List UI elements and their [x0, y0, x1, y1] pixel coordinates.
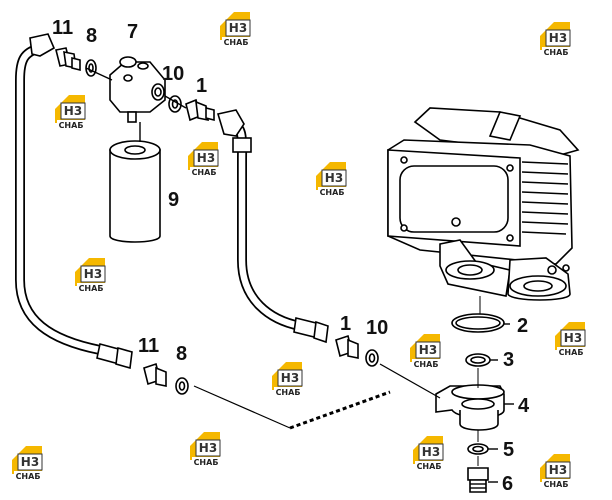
callout-1-lower: 1: [340, 313, 351, 335]
oil-cooler: [387, 107, 580, 301]
callout-11-top: 11: [52, 17, 73, 39]
middle-hose: [216, 109, 329, 344]
callout-1-top: 1: [196, 75, 207, 97]
seal-ring-3: [465, 353, 491, 367]
callout-10-lower: 10: [366, 317, 388, 339]
fitting-11-top: [55, 47, 81, 72]
washer-5: [467, 443, 489, 455]
connection-lines: [85, 67, 481, 466]
fitting-11-lower: [143, 362, 167, 387]
callout-labels: 11 8 7 10 1 9 1 10 2 3 11 8 4 5 6: [52, 17, 530, 495]
callout-8-top: 8: [86, 25, 97, 47]
callout-7: 7: [127, 21, 138, 43]
fitting-1-top: [185, 98, 215, 122]
callout-3: 3: [503, 349, 514, 371]
callout-8-lower: 8: [176, 343, 187, 365]
left-hose: [15, 33, 133, 370]
filter-head-7: [109, 56, 166, 123]
callout-2: 2: [517, 315, 528, 337]
callout-leaders: [488, 323, 514, 483]
plug-6: [467, 467, 489, 493]
washer-10-top: [168, 95, 182, 113]
callout-9: 9: [168, 189, 179, 211]
washer-8-lower: [175, 377, 189, 395]
callout-4: 4: [518, 395, 530, 417]
callout-5: 5: [503, 439, 514, 461]
callout-6: 6: [502, 473, 513, 495]
callout-11-lower: 11: [138, 335, 159, 357]
o-ring-2: [451, 313, 505, 333]
washer-10-lower: [365, 349, 379, 367]
adapter-4: [435, 384, 505, 431]
oil-filter-9: [109, 140, 161, 243]
callout-10-top: 10: [162, 63, 184, 85]
fitting-1-lower: [335, 334, 359, 359]
